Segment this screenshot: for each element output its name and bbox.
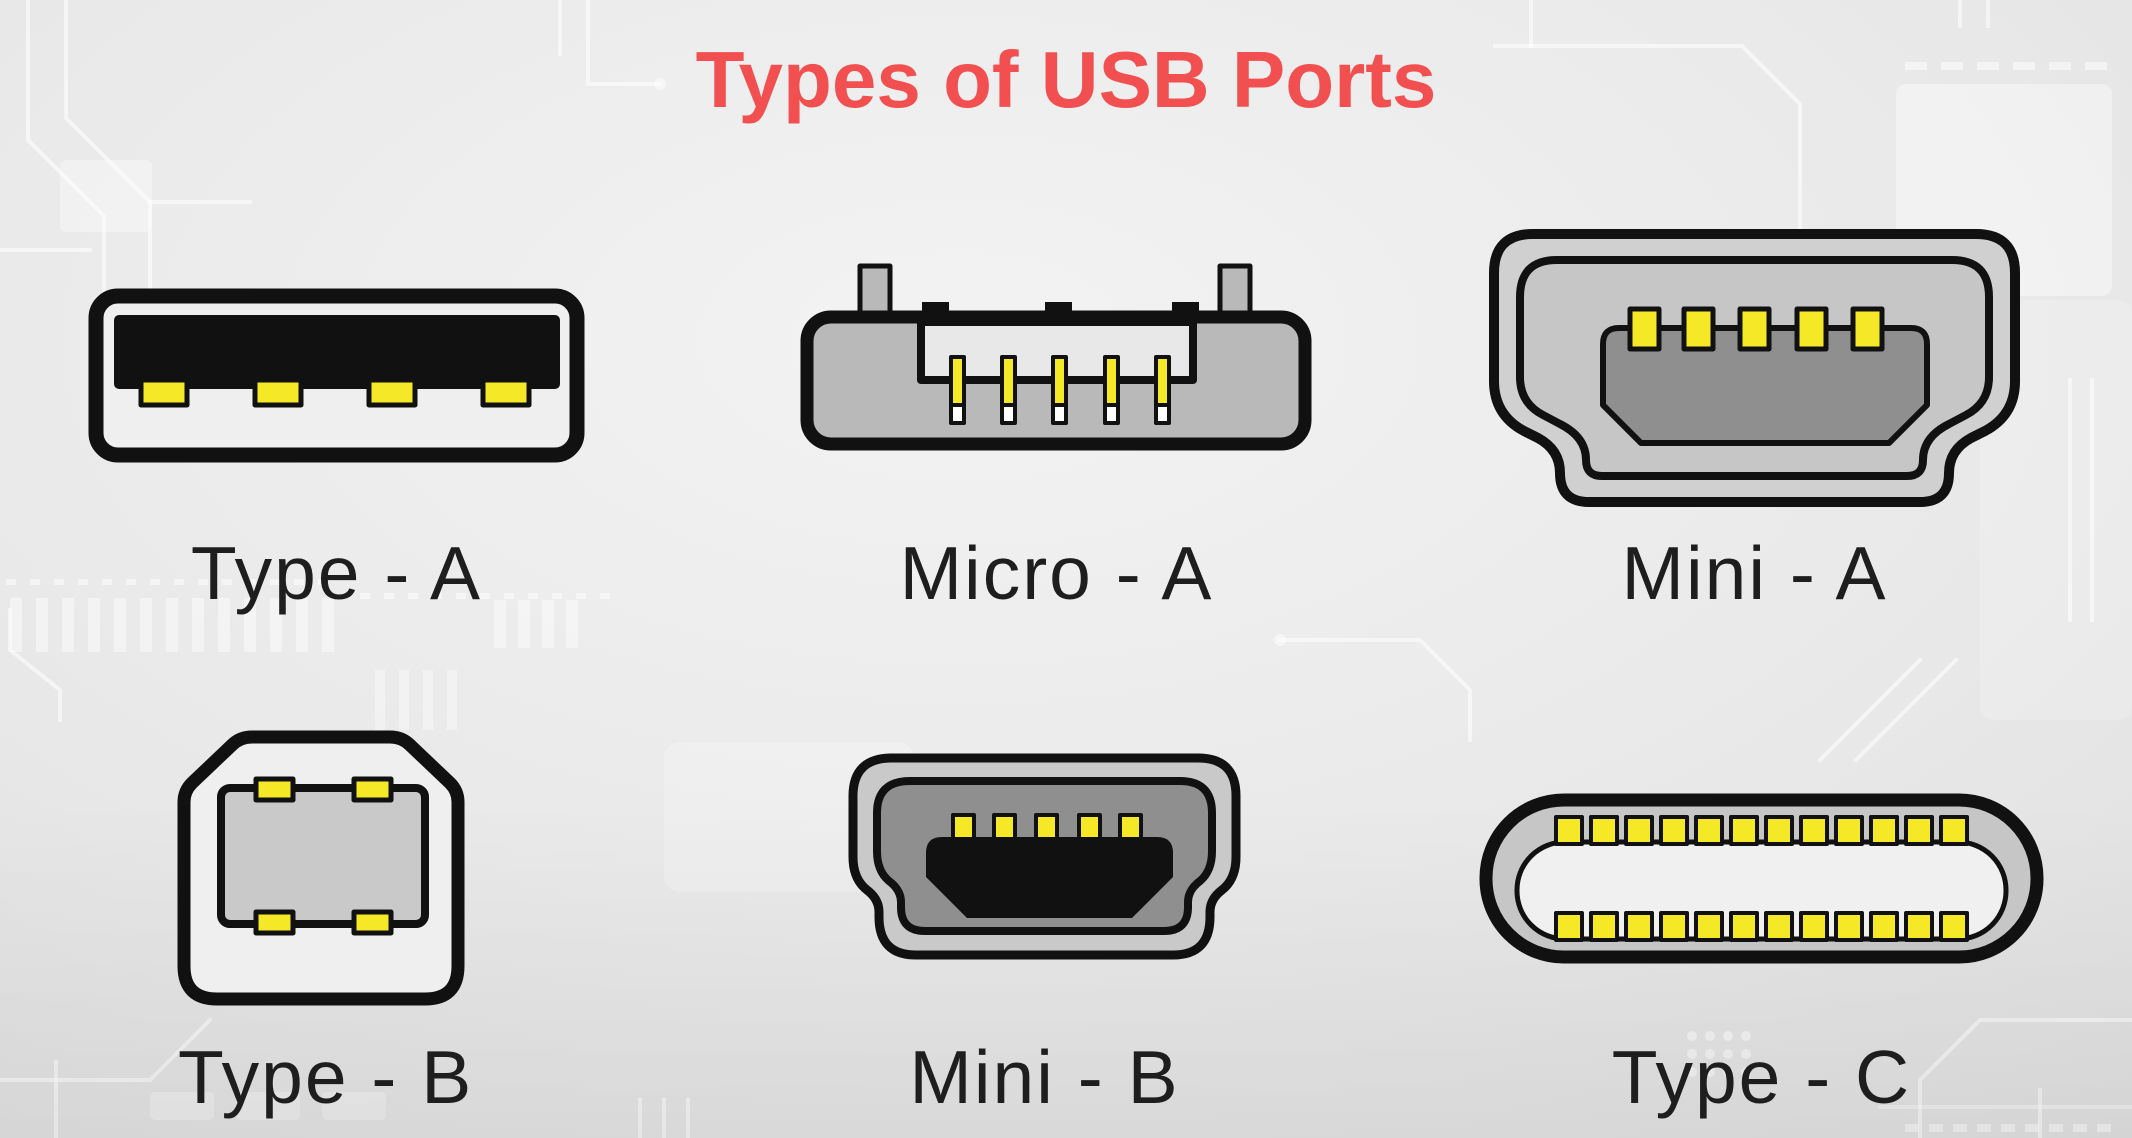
- connector-type-b-label: Type - B: [178, 1035, 474, 1119]
- type-a-pins: [138, 377, 532, 408]
- micro-a-pins: [949, 355, 1171, 425]
- connector-mini-a-label: Mini - A: [1621, 531, 1888, 615]
- connector-type-b-illustration: [177, 730, 465, 1006]
- type-a-tongue: [114, 315, 560, 389]
- connector-mini-b-label: Mini - B: [909, 1035, 1180, 1119]
- connector-mini-b-illustration: [848, 753, 1241, 960]
- type-c-pins-top: [1554, 815, 1969, 846]
- type-c-pins-bottom: [1554, 911, 1969, 942]
- mini-a-center-block: [1600, 325, 1930, 446]
- page-title: Types of USB Ports: [695, 35, 1437, 124]
- mini-a-pins: [1627, 306, 1885, 352]
- mini-b-pins: [951, 813, 1143, 841]
- connector-type-c-label: Type - C: [1611, 1035, 1912, 1119]
- connector-micro-a-label: Micro - A: [899, 531, 1214, 615]
- connector-micro-a-illustration: [799, 258, 1314, 454]
- connector-type-c-illustration: [1479, 793, 2044, 964]
- micro-a-recess: [917, 318, 1197, 384]
- type-b-pins: [253, 776, 394, 936]
- mini-b-center-block: [926, 837, 1173, 918]
- type-b-center-block: [217, 784, 429, 928]
- connector-type-a-label: Type - A: [190, 531, 483, 615]
- connector-mini-a-illustration: [1489, 229, 2020, 507]
- micro-a-top-notches: [922, 302, 1199, 318]
- connector-type-a-illustration: [88, 288, 585, 463]
